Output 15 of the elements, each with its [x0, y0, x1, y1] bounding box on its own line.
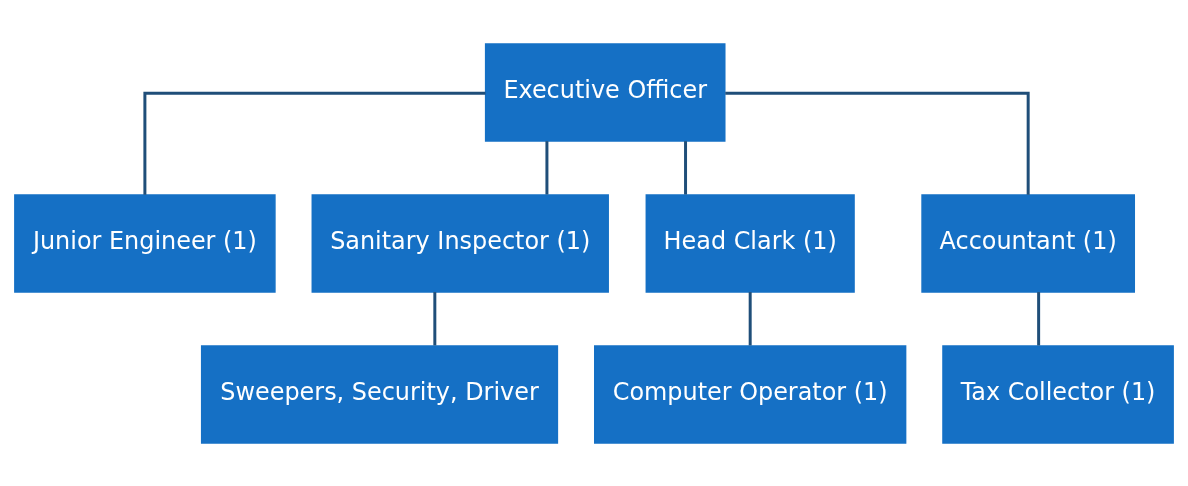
- connector: [143, 91, 486, 195]
- connector: [433, 291, 437, 345]
- node-box: Sweepers, Security, Driver: [200, 344, 559, 444]
- connector: [725, 91, 1030, 195]
- connector: [748, 291, 752, 345]
- node-box: Sanitary Inspector (1): [311, 193, 609, 293]
- node-box: Accountant (1): [921, 193, 1136, 293]
- connector: [1037, 291, 1041, 345]
- node-box: Tax Collector (1): [942, 344, 1174, 444]
- node-box: Head Clark (1): [645, 193, 855, 293]
- connector: [684, 140, 688, 194]
- node-box: Computer Operator (1): [594, 344, 907, 444]
- node-box: Junior Engineer (1): [14, 193, 276, 293]
- connector: [545, 140, 549, 194]
- node-box: Executive Officer: [484, 42, 726, 142]
